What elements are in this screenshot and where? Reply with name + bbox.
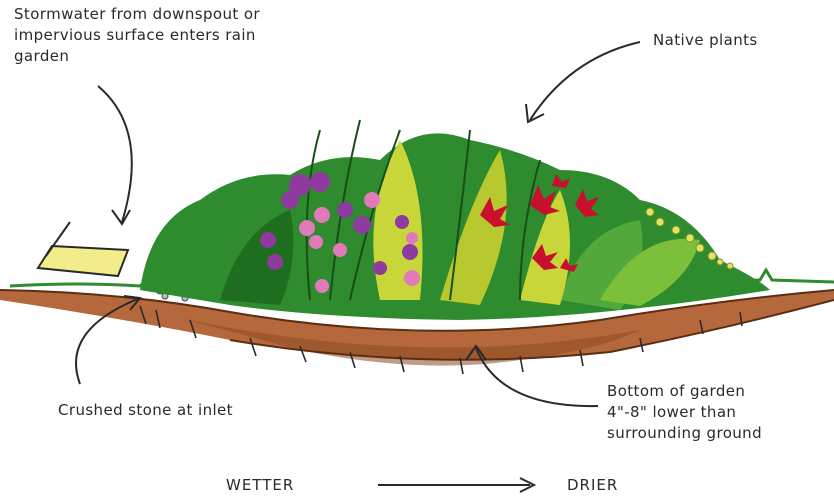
stormwater-label: Stormwater from downspout or impervious … xyxy=(14,4,414,67)
plant-mass xyxy=(140,120,770,320)
arrow-stormwater-head xyxy=(112,210,130,224)
drier-label: DRIER xyxy=(567,476,618,494)
inlet-pad xyxy=(38,222,128,276)
garden-bottom-label: Bottom of garden 4"-8" lower than surrou… xyxy=(607,381,833,444)
crushed-stone-label: Crushed stone at inlet xyxy=(58,400,233,421)
arrow-native-plants xyxy=(530,42,640,120)
arrow-stormwater xyxy=(98,86,132,222)
wetter-label: WETTER xyxy=(226,476,294,494)
native-plants-label: Native plants xyxy=(653,30,758,51)
